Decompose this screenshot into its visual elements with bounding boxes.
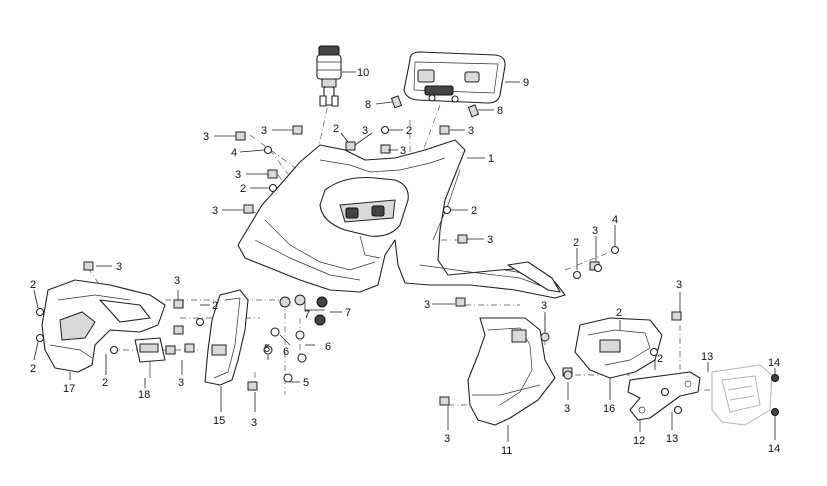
callout-3-l: 3 [424, 299, 430, 311]
callout-3-g: 3 [212, 205, 218, 217]
callout-7-b: 7 [345, 307, 351, 319]
callout-2-f: 2 [30, 279, 36, 291]
callout-3-r: 3 [444, 433, 450, 445]
part-1-inner-cover [237, 139, 566, 299]
callout-3-m: 3 [541, 300, 547, 312]
callout-18: 18 [138, 389, 150, 401]
callout-5-a: 5 [264, 343, 270, 355]
callout-10: 10 [357, 67, 369, 79]
callout-3-q: 3 [251, 417, 257, 429]
callout-1: 1 [488, 153, 494, 165]
callout-2-d: 2 [471, 205, 477, 217]
callout-12: 12 [633, 435, 645, 447]
part-11-lower-cover [467, 317, 556, 426]
part-10-switch-unit [316, 45, 342, 107]
callout-13-b: 13 [666, 433, 678, 445]
callout-3-d: 3 [468, 125, 474, 137]
callout-3-b: 3 [261, 125, 267, 137]
callout-2-e: 2 [573, 237, 579, 249]
callout-3-o: 3 [178, 377, 184, 389]
callout-3-i: 3 [116, 261, 122, 273]
callout-15: 15 [213, 415, 225, 427]
callout-3-e: 3 [400, 145, 406, 157]
callout-17: 17 [63, 383, 75, 395]
part-14-ghost-component [711, 364, 773, 426]
callout-3-f: 3 [235, 169, 241, 181]
callout-2-i: 2 [30, 363, 36, 375]
callout-2-g: 2 [212, 300, 218, 312]
callout-2-c: 2 [240, 183, 246, 195]
part-18-bracket [134, 337, 166, 378]
callout-13-a: 13 [701, 351, 713, 363]
callout-6-b: 6 [325, 341, 331, 353]
callout-4-a: 4 [231, 147, 237, 159]
callout-2-j: 2 [102, 377, 108, 389]
callout-16: 16 [603, 403, 615, 415]
callout-3-p: 3 [564, 403, 570, 415]
callout-8-a: 8 [365, 99, 371, 111]
callout-8-b: 8 [497, 105, 503, 117]
part-17-left-cover [41, 279, 166, 373]
callout-5-b: 5 [303, 377, 309, 389]
callout-14-b: 14 [768, 443, 780, 455]
callout-3-n: 3 [676, 279, 682, 291]
callout-leaders [33, 71, 776, 442]
callout-7-a: 7 [304, 309, 310, 321]
callout-14-a: 14 [768, 357, 780, 369]
callout-6-a: 6 [283, 346, 289, 358]
callout-labels: 10 9 8 8 3 3 2 3 2 3 4 3 1 3 2 3 2 3 3 2… [30, 67, 780, 457]
hardware-fasteners [35, 125, 779, 416]
callout-3-h: 3 [487, 234, 493, 246]
part-8-dampers [390, 95, 480, 118]
part-15-side-panel [204, 289, 249, 386]
part-12-stay [627, 371, 701, 421]
callout-2-b: 2 [406, 125, 412, 137]
callout-3-c: 3 [362, 125, 368, 137]
callout-3-j: 3 [592, 225, 598, 237]
callout-2-a: 2 [333, 123, 339, 135]
callout-11: 11 [501, 445, 512, 457]
callout-3-k: 3 [174, 275, 180, 287]
callout-2-h: 2 [616, 307, 622, 319]
callout-2-k: 2 [657, 353, 663, 365]
part-16-bracket-cover [574, 317, 663, 379]
callout-3-a: 3 [203, 131, 209, 143]
callout-9: 9 [523, 77, 529, 89]
part-9-meter-cluster [403, 51, 506, 104]
callout-4-b: 4 [612, 214, 618, 226]
